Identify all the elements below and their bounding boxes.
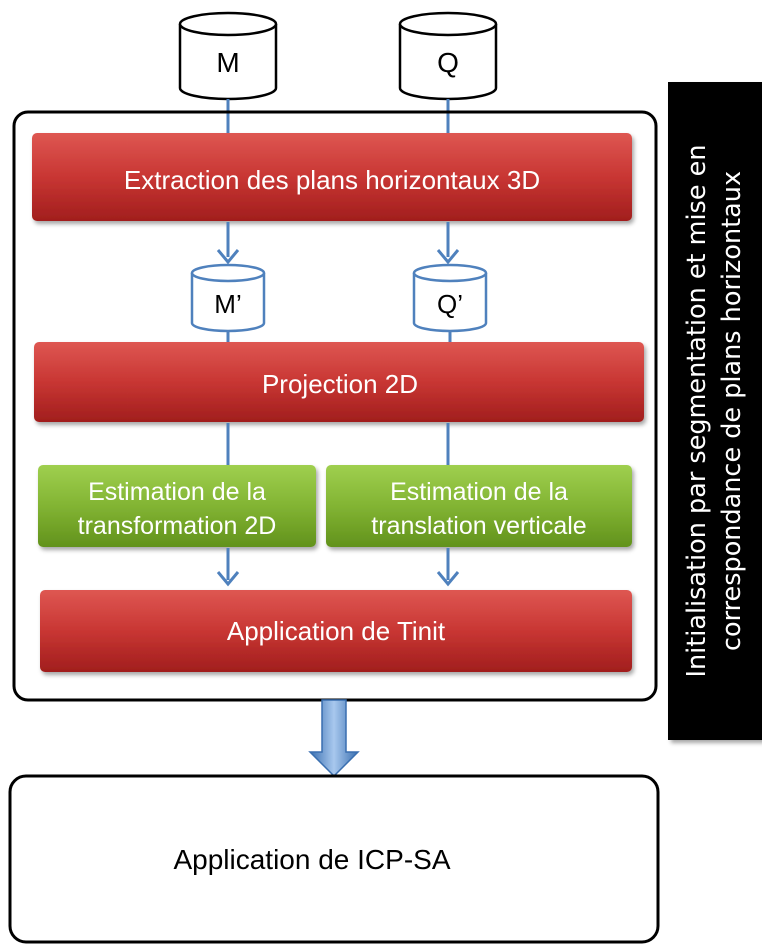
extraction-box [32,133,632,221]
arrow-to-application-right [436,548,460,587]
database-m-prime-label: M’ [214,289,241,319]
estimation-2d-line2: transformation 2D [78,512,277,540]
projection-label: Projection 2D [262,369,418,399]
side-label: Initialisation par segmentation et mise … [680,91,750,731]
side-label-line2: correspondance de plans horizontaux [717,170,747,652]
arrow-to-application-left [216,548,240,587]
side-label-panel: Initialisation par segmentation et mise … [668,82,762,740]
icp-sa-box [8,774,660,944]
database-m-prime: M’ [190,263,266,333]
database-m-label: M [216,47,239,78]
estimation-2d-box [38,465,316,547]
estimation-2d-line1: Estimation de la [88,478,266,506]
application-tinit-box [40,590,632,672]
down-arrow-icon [308,699,360,778]
estimation-vertical-line2: translation verticale [371,512,586,540]
estimation-vertical-line1: Estimation de la [390,478,568,506]
database-q-label: Q [437,47,459,78]
estimation-vertical-box [326,465,632,547]
projection-box [34,342,644,422]
database-q: Q [398,11,498,101]
database-q-prime-label: Q’ [437,289,463,319]
side-label-line1: Initialisation par segmentation et mise … [682,144,712,678]
application-tinit-label: Application de Tinit [227,616,446,646]
database-q-prime: Q’ [412,263,488,333]
database-m: M [178,11,278,101]
arrow-to-m-prime [216,222,240,265]
arrow-to-q-prime [436,222,460,265]
icp-sa-label: Application de ICP-SA [173,844,450,875]
extraction-label: Extraction des plans horizontaux 3D [124,165,540,195]
